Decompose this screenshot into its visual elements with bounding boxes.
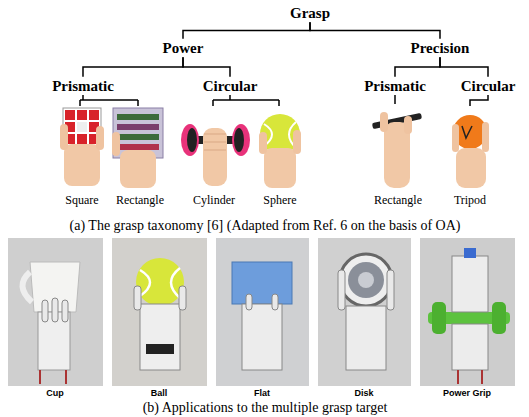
bracket-line bbox=[183, 57, 230, 77]
node-text: Prismatic bbox=[52, 78, 114, 95]
node-text: Precision bbox=[411, 40, 470, 57]
bracket-line bbox=[310, 22, 440, 39]
bracket-line bbox=[83, 57, 183, 77]
taxonomy-node: Circular bbox=[201, 77, 260, 96]
bracket-line bbox=[395, 57, 440, 77]
grasp-type-label: Rectangle bbox=[116, 194, 164, 207]
taxonomy-node: Grasp bbox=[288, 4, 332, 23]
photo-label: Disk bbox=[354, 389, 373, 399]
taxonomy-node: Circular bbox=[459, 77, 518, 96]
grasp-type-label: Square bbox=[65, 194, 98, 207]
node-text: Circular bbox=[203, 78, 258, 95]
taxonomy-node: Prismatic bbox=[50, 77, 116, 96]
grasp-type-label: Cylinder bbox=[193, 194, 235, 207]
taxonomy-node: Precision bbox=[409, 39, 472, 58]
node-text: Power bbox=[163, 40, 204, 57]
grasp-type-label: Tripod bbox=[454, 194, 486, 207]
bracket-line bbox=[440, 57, 488, 77]
figure-caption: (a) The grasp taxonomy [6] (Adapted from… bbox=[70, 218, 461, 233]
taxonomy-node: Power bbox=[161, 39, 206, 58]
photo-label: Power Grip bbox=[443, 389, 491, 399]
figure-caption: (b) Applications to the multiple grasp t… bbox=[143, 400, 388, 415]
node-text: Circular bbox=[461, 78, 516, 95]
grasp-type-label: Sphere bbox=[263, 194, 296, 207]
photo-label: Flat bbox=[254, 389, 270, 399]
node-text: Grasp bbox=[290, 5, 330, 22]
photo-label: Ball bbox=[151, 389, 168, 399]
taxonomy-node: Prismatic bbox=[362, 77, 428, 96]
node-text: Prismatic bbox=[364, 78, 426, 95]
photo-label: Cup bbox=[46, 389, 64, 399]
bracket-line bbox=[183, 22, 310, 39]
grasp-type-label: Rectangle bbox=[374, 194, 422, 207]
